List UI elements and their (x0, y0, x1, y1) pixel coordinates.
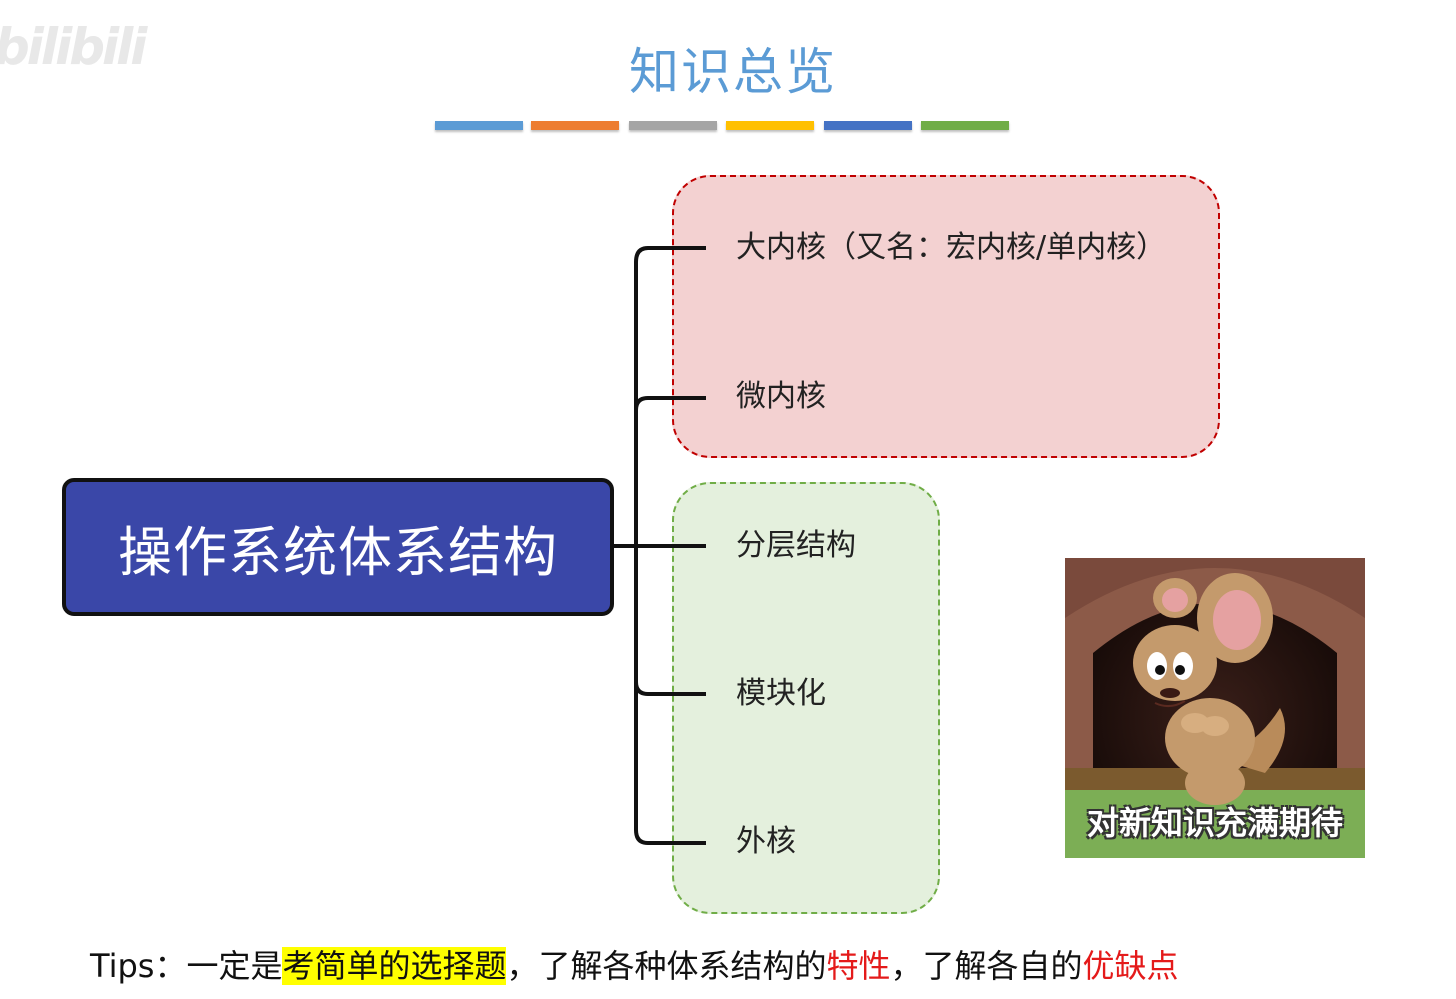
page-title: 知识总览 (629, 43, 837, 101)
leaf-layered-structure: 分层结构 (736, 528, 856, 563)
tips-mid-1: ，了解各种体系结构的 (506, 947, 827, 985)
tips-line: Tips：一定是考简单的选择题，了解各种体系结构的特性，了解各自的优缺点 (90, 944, 1179, 988)
bilibili-watermark: bilibili (0, 18, 147, 76)
connector-leaf-4 (634, 681, 706, 696)
color-bar-3 (629, 121, 717, 130)
connector-leaf-2 (634, 396, 706, 411)
leaf-monolithic-kernel: 大内核（又名：宏内核/单内核） (736, 230, 1167, 265)
tips-prefix: Tips：一定是 (90, 947, 283, 985)
kernel-group-box (672, 175, 1220, 458)
color-bar-5 (824, 121, 912, 130)
tips-mid-2: ，了解各自的 (890, 947, 1083, 985)
jerry-mouse-illustration (1065, 558, 1365, 858)
leaf-microkernel: 微内核 (736, 379, 826, 414)
modular-group-box (672, 482, 940, 914)
tips-red-2: 优缺点 (1082, 947, 1179, 985)
leaf-exokernel: 外核 (736, 824, 796, 859)
color-bar-6 (921, 121, 1009, 130)
color-bar-4 (726, 121, 814, 130)
color-bar-2 (531, 121, 619, 130)
tips-highlight: 考简单的选择题 (282, 947, 507, 985)
meme-caption: 对新知识充满期待 (1086, 804, 1343, 842)
jerry-mouse-meme: 对新知识充满期待 (1065, 558, 1365, 858)
leaf-modular: 模块化 (736, 676, 826, 711)
tips-red-1: 特性 (826, 947, 891, 985)
root-node-os-architecture: 操作系统体系结构 (62, 478, 614, 616)
color-bar-1 (435, 121, 523, 130)
